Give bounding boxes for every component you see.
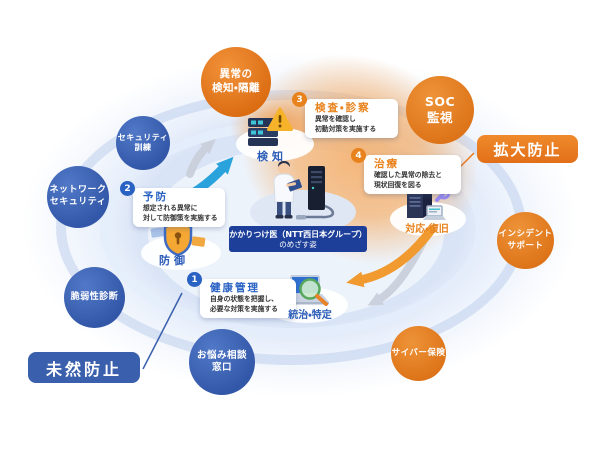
step-number-badge: 1	[187, 272, 202, 287]
bubble-label-line: サイバー保険	[391, 347, 446, 358]
bubble-label-line: サポート	[507, 240, 544, 251]
bubble-cyber-insurance: サイバー保険	[391, 326, 446, 381]
bubble-incident-support: インシデント サポート	[497, 212, 554, 269]
doctor-figure	[260, 156, 344, 228]
step-title: 治療	[374, 158, 399, 170]
step-1-health-management: 1 健康管理 自身の状態を把握し、 必要な対策を実施する	[187, 272, 296, 318]
step-body-line: 想定される異常に	[143, 204, 198, 212]
bubble-label-line: インシデント	[498, 229, 553, 240]
step-title: 予防	[143, 191, 168, 203]
label-spread-prevention: 拡大防止	[477, 135, 578, 163]
bubble-label-line: 検知・隔離	[211, 82, 261, 94]
shield-icon	[150, 219, 206, 263]
bubble-label-line: 窓口	[211, 362, 232, 373]
step-number-badge: 2	[120, 181, 135, 196]
center-title-line2: のめざす姿	[279, 240, 317, 249]
bubble-soc-monitoring: SOC 監視	[406, 76, 474, 144]
bubble-security-training: セキュリティ 訓練	[116, 116, 170, 170]
step-body-line: 自身の状態を把握し、	[210, 295, 278, 303]
step-title: 検査・診察	[315, 102, 371, 114]
bubble-label-line: ネットワーク	[49, 185, 107, 196]
bubble-anomaly-detection-isolation: 異常の 検知・隔離	[201, 47, 271, 117]
step-4-treatment: 4 治療 確認した異常の除去と 現状回復を図る	[351, 148, 461, 194]
bubble-label-line: SOC	[424, 93, 456, 109]
step-title: 健康管理	[210, 282, 260, 294]
bubble-label-line: 訓練	[134, 143, 152, 152]
bubble-label-line: 異常の	[219, 68, 253, 81]
step-body-line: 対して防御策を実施する	[143, 213, 218, 222]
bubble-consultation-desk: お悩み相談 窓口	[189, 329, 255, 395]
label-respond-recover: 対応・復旧	[405, 224, 449, 235]
bubble-network-security: ネットワーク セキュリティ	[47, 166, 109, 228]
center-title-line1: かかりつけ医（NTT西日本グループ）	[229, 230, 367, 239]
label-govern-identify: 統治・特定	[288, 310, 332, 321]
step-number-badge: 3	[292, 92, 307, 107]
server-alert-icon	[246, 104, 294, 152]
label-proactive-prevention: 未然防止	[28, 352, 140, 383]
bubble-label-line: お悩み相談	[196, 349, 247, 361]
bubble-label-line: セキュリティ	[117, 132, 169, 142]
step-body-line: 異常を確認し	[315, 115, 356, 123]
label-detect: 検知	[257, 150, 287, 163]
bubble-vulnerability-diagnosis: 脆弱性診断	[64, 267, 125, 328]
step-body-line: 現状回復を図る	[374, 180, 422, 189]
step-body-line: 初動対策を実施する	[315, 124, 377, 133]
step-body-line: 必要な対策を実施する	[210, 304, 278, 313]
step-body-line: 確認した異常の除去と	[374, 171, 442, 179]
step-number-badge: 4	[351, 148, 366, 163]
bubble-label-line: 監視	[426, 110, 453, 125]
center-title-box: かかりつけ医（NTT西日本グループ） のめざす姿	[229, 226, 367, 252]
bubble-label-line: セキュリティ	[49, 197, 107, 207]
laptop-magnifier-icon	[279, 274, 335, 316]
step-2-prevention: 2 予防 想定される異常に 対して防御策を実施する	[120, 181, 225, 227]
label-protect: 防御	[159, 254, 189, 267]
step-3-examination-diagnosis: 3 検査・診察 異常を確認し 初動対策を実施する	[292, 92, 398, 138]
bubble-label-line: 脆弱性診断	[70, 291, 119, 302]
